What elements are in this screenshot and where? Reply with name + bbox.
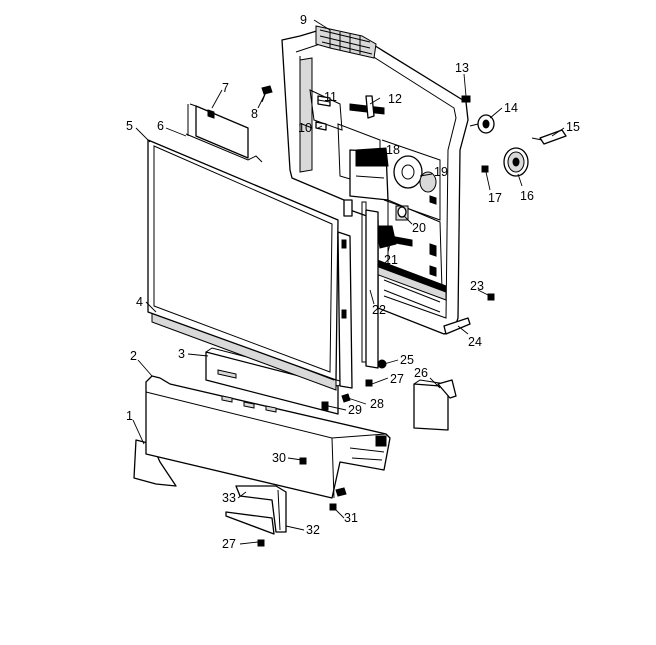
callout-30: 30 bbox=[272, 451, 286, 465]
callout-21: 21 bbox=[384, 253, 398, 267]
callout-18: 18 bbox=[386, 143, 400, 157]
callout-31: 31 bbox=[344, 511, 358, 525]
callout-19: 19 bbox=[434, 165, 448, 179]
part-5-door-panel bbox=[147, 139, 339, 381]
part-28-screw bbox=[341, 393, 351, 403]
part-30-screw bbox=[299, 457, 307, 465]
callout-6: 6 bbox=[157, 119, 164, 133]
callout-22: 22 bbox=[372, 303, 386, 317]
part-22-side-strip bbox=[343, 199, 379, 369]
part-23-screw bbox=[487, 293, 495, 301]
part-19-timer bbox=[393, 155, 437, 193]
callout-5: 5 bbox=[126, 119, 133, 133]
callout-3: 3 bbox=[178, 347, 185, 361]
callout-28: 28 bbox=[370, 397, 384, 411]
callout-29: 29 bbox=[348, 403, 362, 417]
callout-14: 14 bbox=[504, 101, 518, 115]
callout-labels: 1 2 3 4 5 6 7 8 9 11 10 12 13 14 15 16 1… bbox=[126, 13, 580, 551]
part-16-gear bbox=[503, 147, 529, 177]
callout-32: 32 bbox=[306, 523, 320, 537]
side-rail bbox=[337, 231, 353, 389]
callout-20: 20 bbox=[412, 221, 426, 235]
callout-13: 13 bbox=[455, 61, 469, 75]
callout-27-upper: 27 bbox=[390, 372, 404, 386]
callout-33: 33 bbox=[222, 491, 236, 505]
callout-7: 7 bbox=[222, 81, 229, 95]
callout-10: 10 bbox=[298, 121, 312, 135]
part-24-bottom-rail bbox=[443, 317, 471, 335]
part-3-kickplate bbox=[205, 347, 346, 415]
callout-25: 25 bbox=[400, 353, 414, 367]
callout-11: 11 bbox=[324, 90, 337, 104]
callout-9: 9 bbox=[300, 13, 307, 27]
part-26-bracket bbox=[413, 379, 457, 431]
callout-26: 26 bbox=[414, 366, 428, 380]
callout-27-lower: 27 bbox=[222, 537, 236, 551]
callout-17: 17 bbox=[488, 191, 502, 205]
part-29-screw bbox=[321, 401, 329, 411]
part-12-lever bbox=[349, 95, 385, 119]
part-27-screw-lower bbox=[257, 539, 265, 547]
callout-24: 24 bbox=[468, 335, 482, 349]
callout-23: 23 bbox=[470, 279, 484, 293]
part-25-nut bbox=[377, 359, 387, 369]
part-18-control-housing bbox=[349, 147, 389, 201]
callout-16: 16 bbox=[520, 189, 534, 203]
leader-lines bbox=[132, 19, 565, 545]
callout-15: 15 bbox=[566, 120, 580, 134]
part-6-door-liner bbox=[185, 104, 263, 163]
callout-2: 2 bbox=[130, 349, 137, 363]
callout-12: 12 bbox=[388, 92, 402, 106]
part-20-switch bbox=[395, 205, 409, 221]
callout-1: 1 bbox=[126, 409, 133, 423]
part-32-33-lower-bracket bbox=[225, 485, 287, 535]
part-21-latch bbox=[375, 225, 413, 249]
part-17-screw bbox=[481, 165, 489, 173]
part-15-shaft bbox=[531, 129, 567, 145]
part-2-access-panel bbox=[145, 375, 391, 499]
part-8-screw bbox=[261, 85, 273, 103]
part-9-vent bbox=[315, 25, 377, 59]
part-14-bushing bbox=[469, 114, 495, 134]
callout-8: 8 bbox=[251, 107, 258, 121]
part-7-top-bracket bbox=[189, 103, 249, 159]
callout-4: 4 bbox=[136, 295, 143, 309]
part-27-screw-upper bbox=[365, 379, 373, 387]
part-13-screw bbox=[461, 95, 471, 103]
